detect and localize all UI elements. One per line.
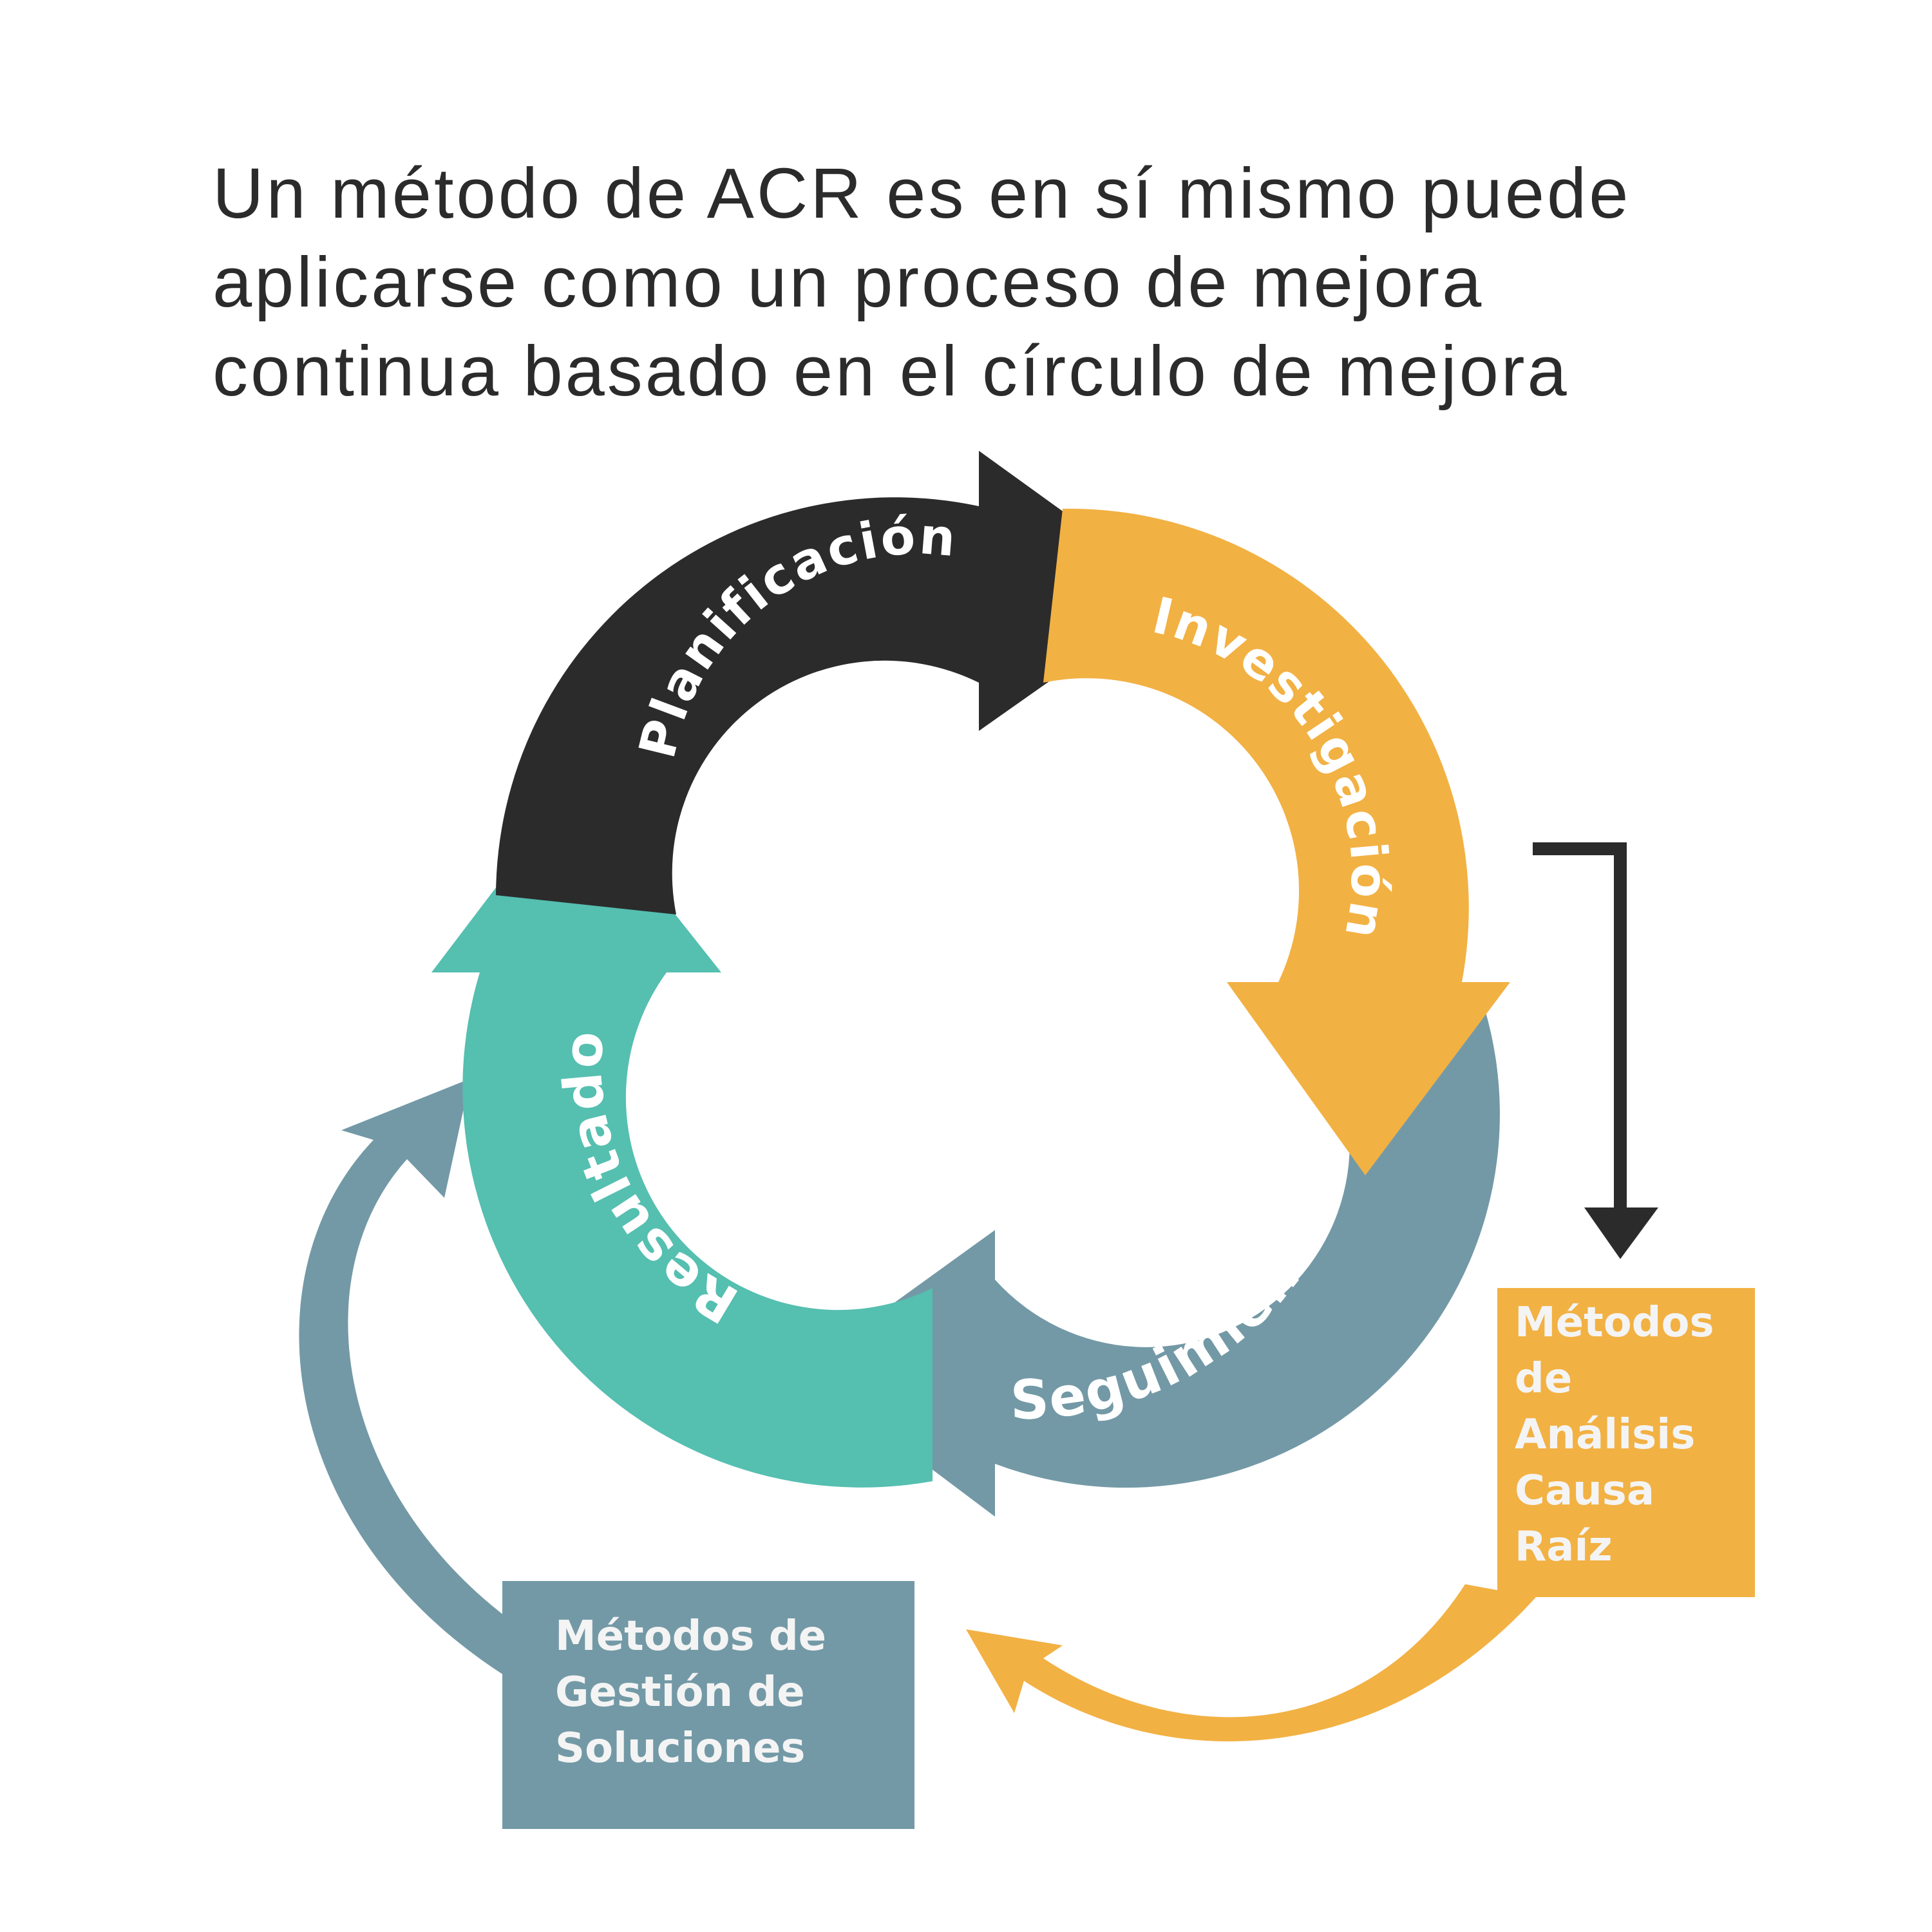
analysis-methods-box: Métodos de Análisis Causa Raíz <box>1497 1288 1755 1597</box>
title-line-2: aplicarse como un proceso de mejora <box>213 243 1484 322</box>
analysis-box-line-3: Análisis <box>1515 1411 1695 1459</box>
page-title: Un método de ACR es en sí mismo puede ap… <box>213 154 1631 411</box>
solutions-box-line-2: Gestión de <box>555 1669 805 1716</box>
analysis-box-line-5: Raíz <box>1515 1523 1613 1571</box>
analysis-box-line-1: Métodos <box>1515 1299 1714 1347</box>
analysis-box-line-2: de <box>1515 1355 1572 1403</box>
solutions-management-box: Métodos de Gestión de Soluciones <box>502 1581 914 1829</box>
title-line-1: Un método de ACR es en sí mismo puede <box>213 154 1631 233</box>
cycle-arrow-resultado <box>431 786 933 1488</box>
cycle-arrow-seguimiento <box>800 1008 1500 1517</box>
connector-arrow-to-analysis <box>1533 842 1658 1259</box>
solutions-box-line-3: Soluciones <box>555 1725 805 1772</box>
cycle-arrow-planificacion <box>496 451 1175 914</box>
feedback-arrow-to-solutions <box>966 1584 1536 1741</box>
cycle-arrow-investigacion <box>1043 508 1510 1176</box>
feedback-arrow-to-cycle <box>299 1079 518 1684</box>
solutions-box-line-1: Métodos de <box>555 1613 826 1660</box>
title-line-3: continua basado en el círculo de mejora <box>213 332 1569 411</box>
analysis-box-line-4: Causa <box>1515 1467 1654 1515</box>
